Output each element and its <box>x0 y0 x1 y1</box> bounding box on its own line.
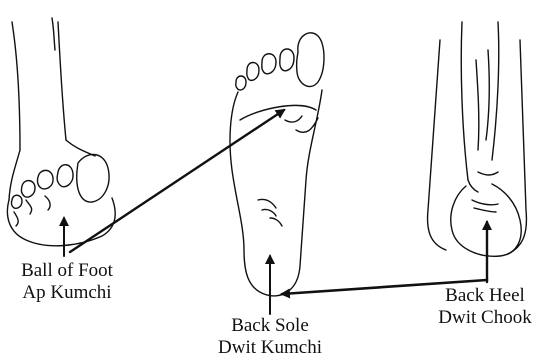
left-foot-drawing <box>7 18 115 246</box>
sole-label-line1: Back Sole <box>198 315 342 337</box>
back-sole-label: Back Sole Dwit Kumchi <box>198 315 342 359</box>
ball-of-foot-label: Ball of Foot Ap Kumchi <box>0 260 134 304</box>
back-heel-label: Back Heel Dwit Chook <box>424 285 546 329</box>
ball-label-line1: Ball of Foot <box>0 260 134 282</box>
middle-foot-drawing <box>230 33 324 296</box>
right-foot-drawing <box>428 22 527 256</box>
ball-to-sole-arrow <box>70 110 284 252</box>
heel-label-line1: Back Heel <box>424 285 546 307</box>
sole-label-line2: Dwit Kumchi <box>198 337 342 359</box>
ball-label-line2: Ap Kumchi <box>0 282 134 304</box>
heel-label-line2: Dwit Chook <box>424 307 546 329</box>
